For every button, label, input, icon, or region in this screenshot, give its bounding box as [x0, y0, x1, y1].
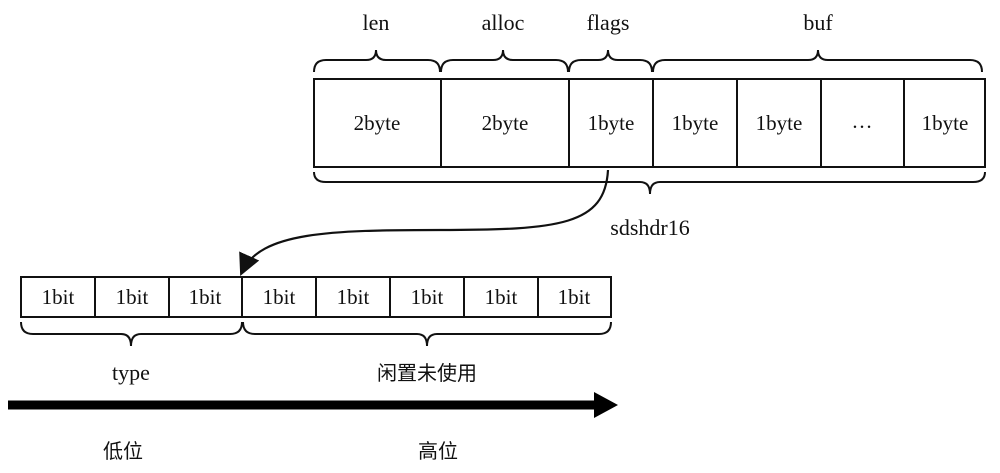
sdshdr16-brace: [313, 171, 986, 195]
bit-cell-text: 1bit: [263, 285, 296, 309]
flags-bit-row: 1bit 1bit 1bit 1bit 1bit 1bit 1bit 1bit: [20, 276, 612, 318]
bit-cell: [315, 276, 391, 318]
len-label: len: [363, 10, 390, 35]
sds-cell-text: 2byte: [354, 111, 401, 135]
sds-cell-text: 1byte: [672, 111, 719, 135]
flags-label: flags: [587, 10, 630, 35]
sds-cell-len: [313, 78, 442, 168]
len-brace: [313, 49, 441, 73]
bit-cell-text: 1bit: [337, 285, 370, 309]
type-brace: [20, 321, 243, 347]
bit-cell: [94, 276, 170, 318]
high-bits-label: 高位: [418, 439, 458, 463]
type-label: type: [112, 360, 150, 385]
sds-cell-buf-2: [736, 78, 822, 168]
sds-cell-flags: [568, 78, 654, 168]
sds-cell-text: 1byte: [588, 111, 635, 135]
flags-brace: [568, 49, 653, 73]
alloc-brace: [440, 49, 569, 73]
unused-brace: [242, 321, 612, 347]
bit-cell-text: 1bit: [42, 285, 75, 309]
bit-cell-text: 1bit: [116, 285, 149, 309]
bit-cell-text: 1bit: [558, 285, 591, 309]
sdshdr16-label: sdshdr16: [610, 215, 689, 240]
bit-cell-text: 1bit: [189, 285, 222, 309]
unused-label: 闲置未使用: [377, 361, 477, 385]
bit-cell-text: 1bit: [485, 285, 518, 309]
bit-cell: [389, 276, 465, 318]
alloc-label: alloc: [482, 10, 525, 35]
direction-arrowhead: [594, 392, 618, 418]
sds-cell-text: …: [852, 109, 873, 133]
bit-cell-text: 1bit: [411, 285, 444, 309]
sds-cell-text: 1byte: [922, 111, 969, 135]
bit-cell: [463, 276, 539, 318]
sds-row: 2byte 2byte 1byte 1byte 1byte … 1byte: [313, 78, 986, 168]
sds-cell-text: 1byte: [756, 111, 803, 135]
sds-cell-alloc: [440, 78, 570, 168]
sds-cell-buf-n: [903, 78, 986, 168]
flags-expand-arrow: [239, 169, 610, 277]
bit-cell: [20, 276, 96, 318]
bit-cell: [537, 276, 612, 318]
sds-cell-buf-ellipsis: [820, 78, 905, 168]
low-bits-label: 低位: [103, 439, 143, 463]
buf-label: buf: [803, 10, 833, 35]
bit-cell: [168, 276, 243, 318]
sds-cell-text: 2byte: [482, 111, 529, 135]
buf-brace: [652, 49, 983, 73]
